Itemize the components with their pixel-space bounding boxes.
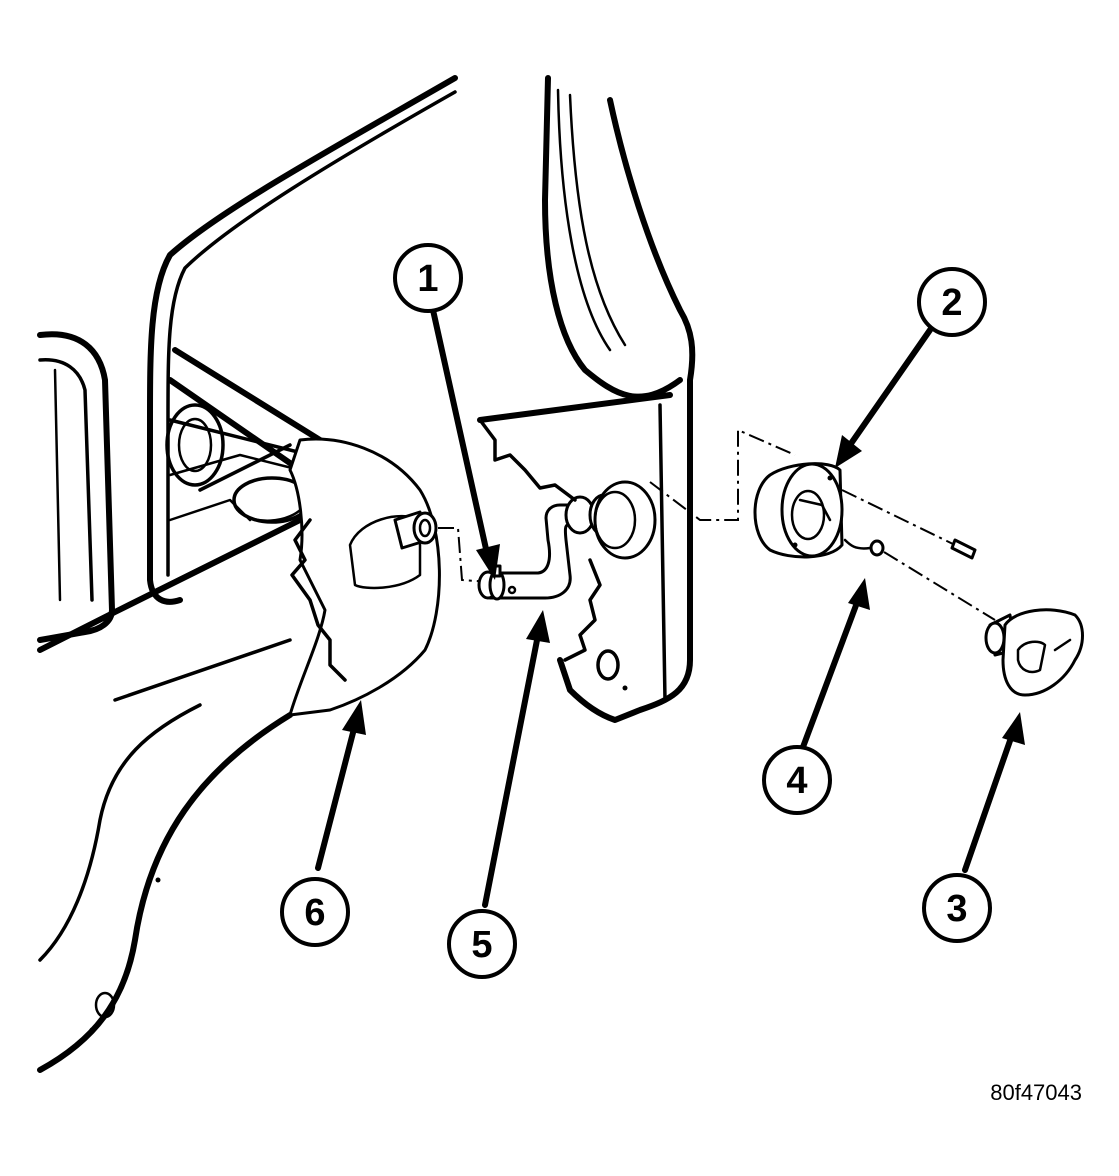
callout-2: 2 bbox=[917, 267, 987, 337]
fuel-tank bbox=[288, 437, 441, 717]
callout-1-label: 1 bbox=[417, 258, 438, 300]
mounting-screw bbox=[841, 489, 977, 560]
callout-6: 6 bbox=[280, 877, 350, 947]
rear-pillar-panel bbox=[477, 75, 696, 723]
callout-5-label: 5 bbox=[471, 924, 492, 966]
callout-2-label: 2 bbox=[941, 282, 962, 324]
callout-3-label: 3 bbox=[946, 888, 967, 930]
vehicle-body-panel bbox=[37, 75, 458, 1073]
callout-1: 1 bbox=[393, 243, 463, 313]
callout-4-label: 4 bbox=[786, 760, 807, 802]
leader-arrows bbox=[315, 307, 1025, 908]
callout-4: 4 bbox=[762, 745, 832, 815]
fuel-cap bbox=[984, 608, 1084, 697]
callout-6-label: 6 bbox=[304, 892, 325, 934]
tank-outlet-fitting bbox=[393, 510, 438, 550]
callout-3: 3 bbox=[922, 873, 992, 943]
fuel-filler-housing bbox=[649, 428, 844, 559]
cap-tether-retainer bbox=[843, 538, 996, 621]
fuel-filler-tube bbox=[438, 493, 620, 601]
figure-code: 80f47043 bbox=[990, 1080, 1082, 1105]
callout-5: 5 bbox=[447, 909, 517, 979]
